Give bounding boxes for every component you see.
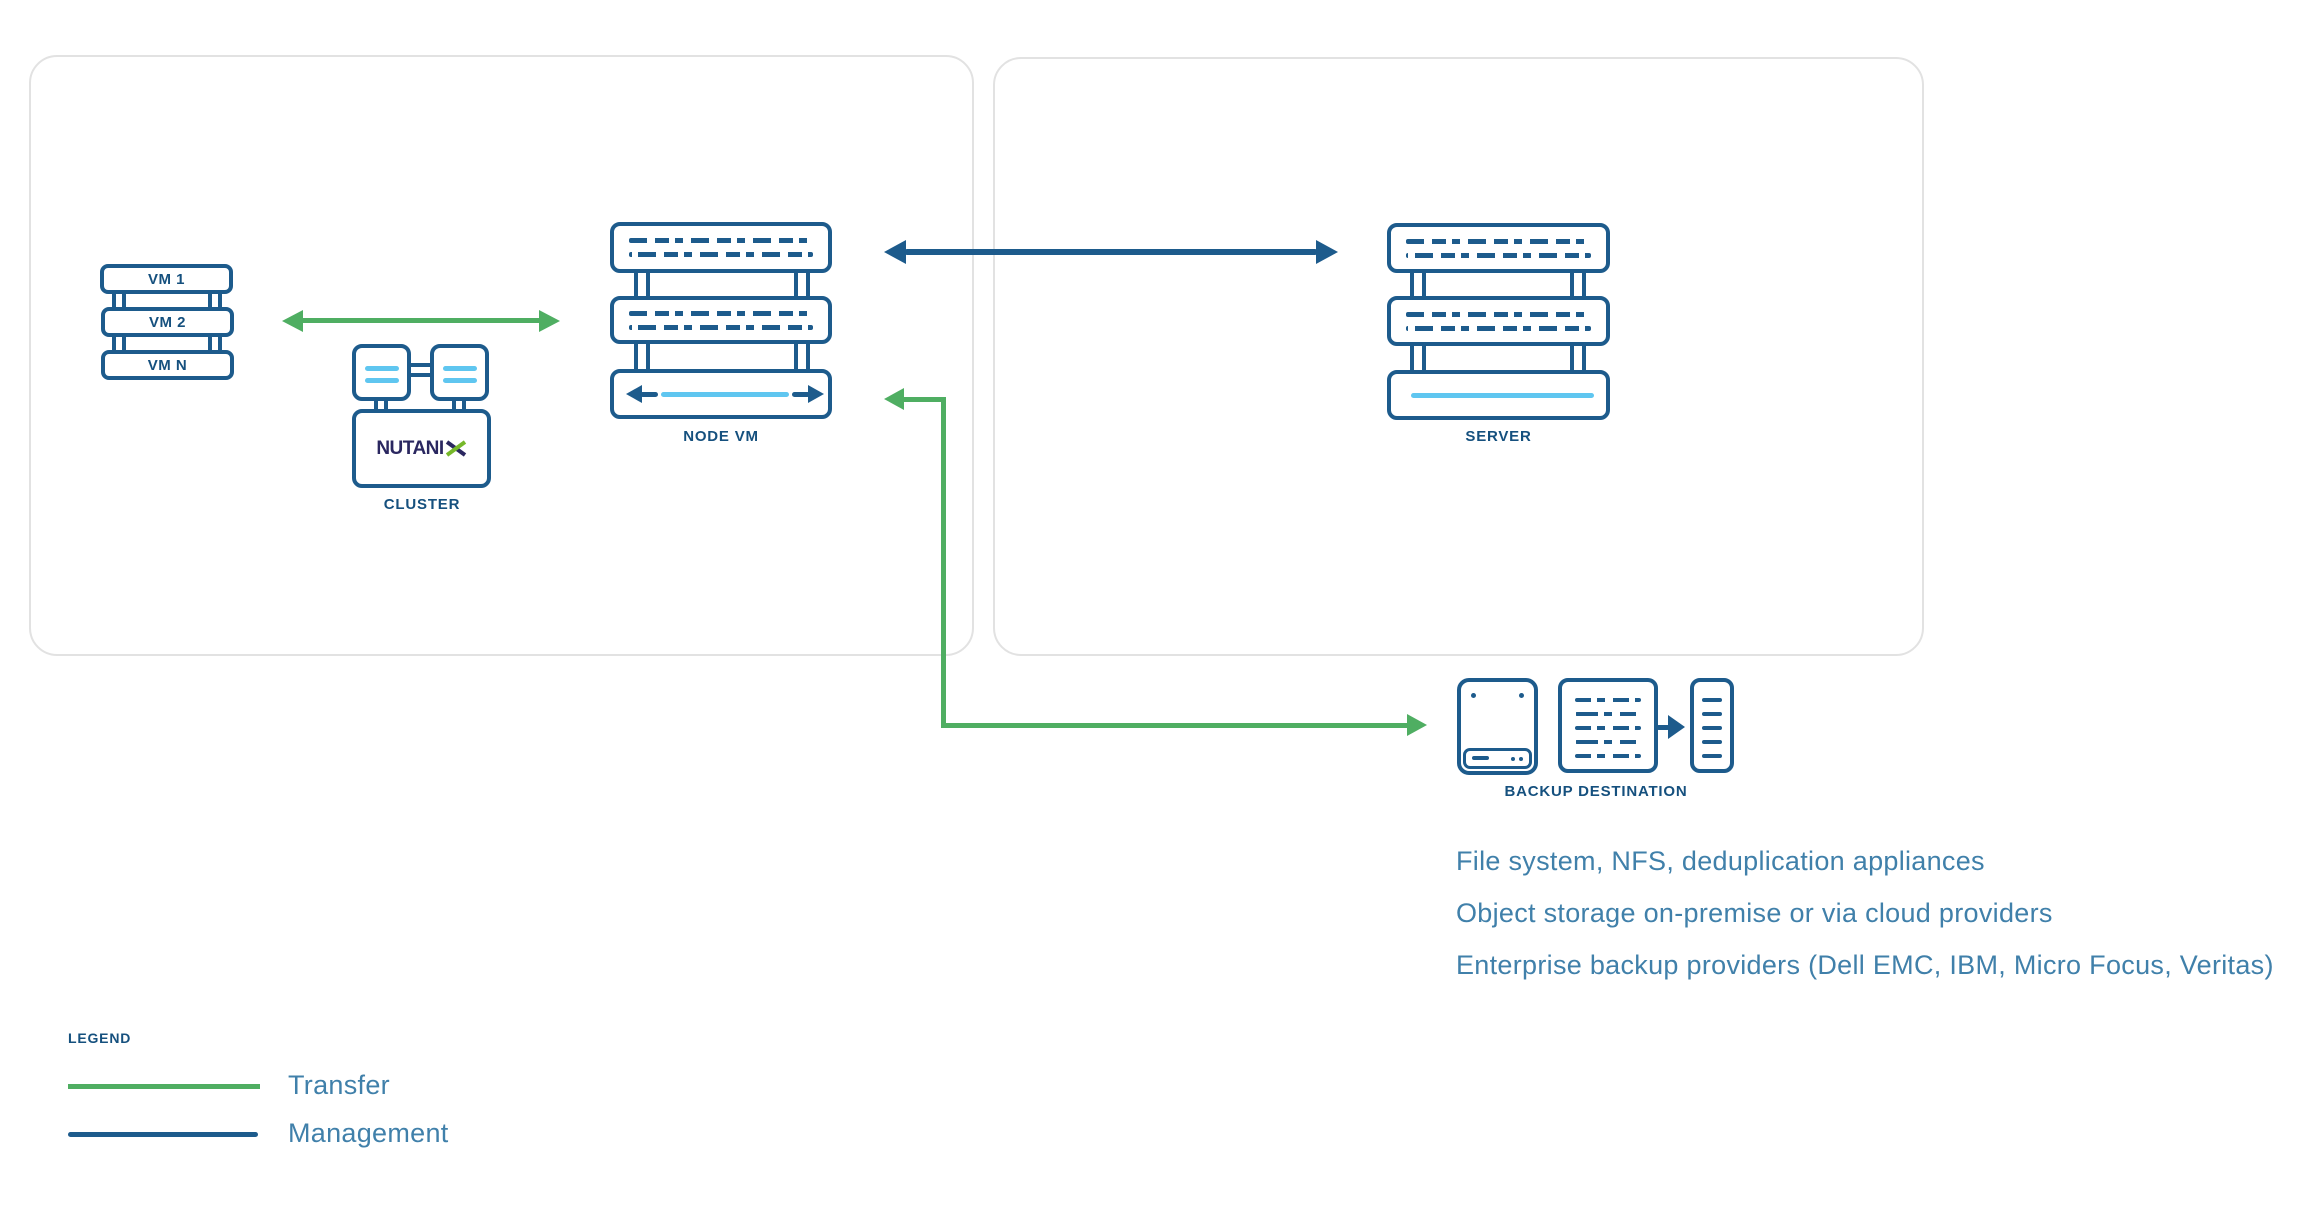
node-vm-box-1 <box>610 222 832 273</box>
nas-tray <box>1463 748 1532 769</box>
arrow-right-icon <box>539 310 560 332</box>
cluster-node-right <box>430 344 489 401</box>
arrow-left-icon <box>884 388 904 410</box>
note-object-storage: Object storage on-premise or via cloud p… <box>1456 898 2053 928</box>
node-vm-box-3 <box>610 369 832 419</box>
backup-files-icon <box>1558 678 1658 773</box>
vm-n-box: VM N <box>101 350 234 380</box>
tape-dash <box>1702 754 1722 758</box>
arrow-right-icon <box>1316 240 1338 264</box>
dash-row <box>629 325 813 330</box>
dash-row <box>629 311 813 316</box>
note-file-system: File system, NFS, deduplication applianc… <box>1456 846 1985 876</box>
nutanix-logo-text: NUTANI <box>376 437 444 459</box>
tape-dash <box>1702 726 1722 730</box>
arrow-left-icon <box>282 310 303 332</box>
server-box-1 <box>1387 223 1610 273</box>
node-line <box>443 378 477 383</box>
tray-dash <box>1472 756 1489 760</box>
node-line <box>365 378 399 383</box>
server-label: SERVER <box>1465 428 1532 445</box>
arrow-left-icon <box>626 385 642 403</box>
screw-dot <box>1471 693 1476 698</box>
doc-row <box>1575 726 1641 730</box>
tray-dot <box>1519 757 1523 761</box>
io-line <box>661 392 789 397</box>
dash-row <box>1406 239 1591 244</box>
dash-row <box>1406 253 1591 258</box>
tape-dash <box>1702 712 1722 716</box>
elbow-vertical <box>941 397 946 728</box>
vm-n-label: VM N <box>147 357 188 374</box>
tape-dash <box>1702 698 1722 702</box>
flow-arrow-head <box>1668 715 1685 739</box>
elbow-horizontal <box>941 723 1409 728</box>
backup-destination-label: BACKUP DESTINATION <box>1504 783 1688 800</box>
cluster-label: CLUSTER <box>383 496 461 513</box>
cluster-node-left <box>352 344 411 401</box>
transfer-line <box>301 318 539 323</box>
doc-row <box>1575 740 1641 744</box>
server-box-2 <box>1387 296 1610 346</box>
arrow-right-icon <box>1407 714 1427 736</box>
node-vm-label: NODE VM <box>683 428 759 445</box>
vm-1-box: VM 1 <box>100 264 233 294</box>
legend-management-line <box>68 1132 258 1137</box>
arrow-right-icon <box>808 385 824 403</box>
legend-title: LEGEND <box>68 1030 132 1046</box>
node-line <box>443 366 477 371</box>
arrow-left-icon <box>884 240 906 264</box>
tape-archive-icon <box>1690 678 1734 773</box>
vm-2-box: VM 2 <box>101 307 234 337</box>
vm-2-label: VM 2 <box>148 314 186 331</box>
cluster-base-box: NUTANI <box>352 409 491 488</box>
flow-arrow-stub <box>1656 725 1670 730</box>
dash-row <box>1406 326 1591 331</box>
tray-dot <box>1511 757 1515 761</box>
line-segment <box>792 392 810 397</box>
tape-dash <box>1702 740 1722 744</box>
nas-storage-icon <box>1457 678 1538 775</box>
node-line <box>365 366 399 371</box>
doc-row <box>1575 698 1641 702</box>
management-line <box>904 249 1318 255</box>
legend-transfer-line <box>68 1084 260 1089</box>
doc-row <box>1575 754 1641 758</box>
node-vm-box-2 <box>610 296 832 344</box>
server-box-3 <box>1387 370 1610 420</box>
note-enterprise-backup: Enterprise backup providers (Dell EMC, I… <box>1456 950 2274 980</box>
dash-row <box>629 252 813 257</box>
io-line <box>1411 393 1594 398</box>
dash-row <box>1406 312 1591 317</box>
legend-management-label: Management <box>288 1118 449 1148</box>
doc-row <box>1575 712 1641 716</box>
vm-1-label: VM 1 <box>147 271 185 288</box>
elbow-stub <box>902 397 946 402</box>
destination-panel <box>993 57 1924 656</box>
legend-transfer-label: Transfer <box>288 1070 390 1100</box>
dash-row <box>629 238 813 243</box>
nutanix-x-icon <box>445 440 466 457</box>
line-segment <box>640 392 658 397</box>
screw-dot <box>1519 693 1524 698</box>
